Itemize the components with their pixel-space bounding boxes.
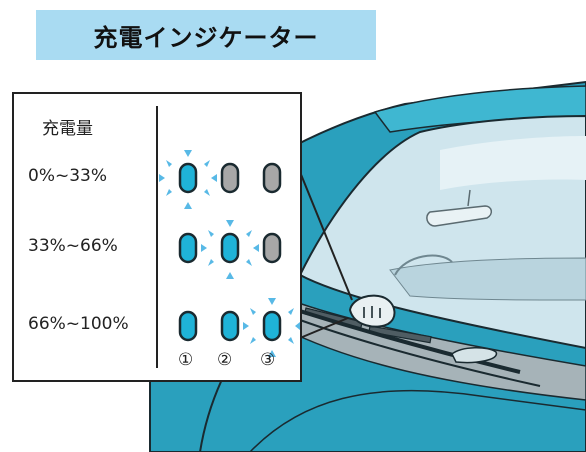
row-label-mid: 33%~66% — [28, 236, 118, 256]
led-number-3: ③ — [260, 350, 276, 370]
blink-rays-icon — [243, 298, 300, 357]
indicator-led-grid — [159, 150, 300, 357]
blink-rays-icon — [201, 220, 259, 279]
indicator-legend-panel: 充電量 0%~33% 33%~66% 66%~100% — [12, 92, 302, 382]
indicator-led-icon — [220, 232, 240, 264]
indicator-led-icon — [262, 162, 282, 194]
page-title: 充電インジケーター — [93, 23, 319, 52]
callout-line-lower — [299, 317, 349, 339]
indicator-led-icon — [178, 232, 198, 264]
wiper-arm — [289, 306, 521, 374]
column-divider — [156, 106, 158, 368]
title-banner: 充電インジケーター — [36, 10, 376, 60]
led-number-2: ② — [217, 350, 233, 370]
car-roof — [373, 85, 586, 133]
indicator-led-icon — [262, 232, 282, 264]
hood-light — [451, 347, 497, 364]
indicator-led-icon — [220, 310, 240, 342]
indicator-led-icon — [262, 310, 282, 342]
indicator-led-icon — [178, 310, 198, 342]
rear-view-mirror — [426, 205, 493, 227]
indicator-led-icon — [178, 162, 198, 194]
led-number-1: ① — [178, 350, 194, 370]
blink-rays-icon — [159, 150, 217, 209]
indicator-led-icon — [220, 162, 240, 194]
row-label-high: 66%~100% — [28, 314, 129, 334]
charge-level-header: 充電量 — [42, 119, 93, 139]
row-label-low: 0%~33% — [28, 166, 107, 186]
callout-line-upper — [299, 171, 353, 301]
